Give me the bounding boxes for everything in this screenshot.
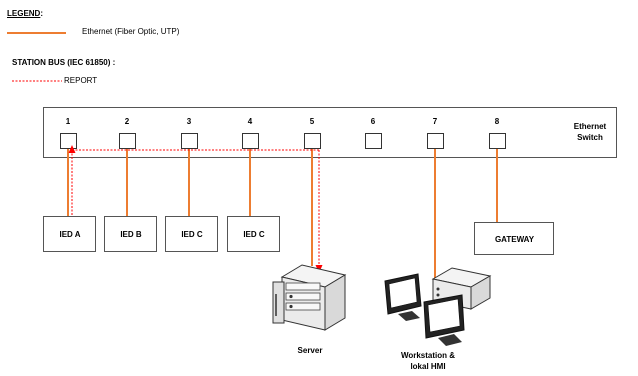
port-6	[365, 133, 382, 149]
server-label: Server	[297, 346, 323, 355]
port-4	[242, 133, 259, 149]
port-number-7: 7	[432, 117, 438, 126]
switch-label-line1: Ethernet	[573, 122, 607, 131]
ethernet-cables	[67, 149, 498, 282]
port-7	[427, 133, 444, 149]
workstation-label-line2: lokal HMI	[410, 362, 446, 371]
port-8	[489, 133, 506, 149]
report-arrow-up	[68, 145, 76, 153]
ethernet-switch-label: Ethernet Switch	[568, 121, 612, 143]
port-number-8: 8	[494, 117, 500, 126]
ied-c1-label: IED C	[181, 230, 203, 239]
port-number-5: 5	[309, 117, 315, 126]
switch-label-line2: Switch	[577, 133, 603, 142]
device-ied-b	[104, 216, 157, 252]
device-ied-c2	[227, 216, 280, 252]
port-5	[304, 133, 321, 149]
port-3	[181, 133, 198, 149]
ethernet-switch	[43, 107, 617, 158]
switch-ports	[60, 133, 506, 149]
ied-c2-label: IED C	[243, 230, 265, 239]
port-number-2: 2	[124, 117, 130, 126]
workstation-icon	[384, 267, 492, 346]
ied-a-label: IED A	[59, 230, 81, 239]
port-number-1: 1	[65, 117, 71, 126]
port-1	[60, 133, 77, 149]
report-path	[71, 149, 320, 266]
station-bus-title: STATION BUS (IEC 61850) :	[12, 58, 116, 67]
legend-ethernet-label: Ethernet (Fiber Optic, UTP)	[82, 27, 180, 36]
device-boxes	[43, 216, 554, 255]
gateway-label: GATEWAY	[494, 234, 535, 244]
legend-title-text: LEGEND	[7, 9, 41, 18]
workstation-label: Workstation & lokal HMI	[388, 350, 468, 372]
port-number-4: 4	[247, 117, 253, 126]
port-number-6: 6	[370, 117, 376, 126]
ied-b-label: IED B	[120, 230, 142, 239]
legend-title-colon: :	[40, 9, 44, 18]
device-ied-a	[43, 216, 96, 252]
legend-title: LEGEND :	[7, 9, 43, 18]
legend-report-label: REPORT	[64, 76, 98, 85]
port-number-3: 3	[186, 117, 192, 126]
port-2	[119, 133, 136, 149]
device-gateway	[474, 222, 554, 255]
device-ied-c1	[165, 216, 218, 252]
workstation-label-line1: Workstation &	[400, 351, 456, 360]
server-icon	[272, 264, 347, 331]
